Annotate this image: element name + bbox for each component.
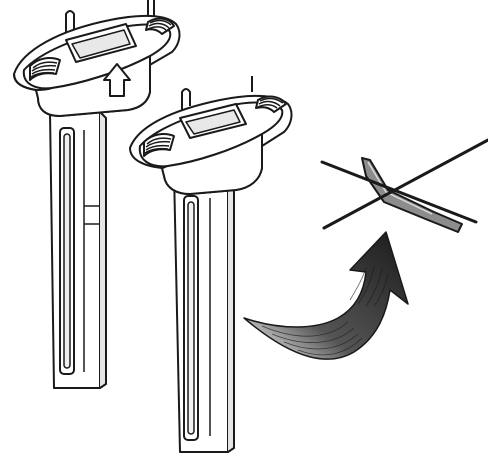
tool-1-left-grip: [29, 57, 61, 81]
tool-2-right-grip: [255, 95, 287, 113]
tool-1-pins: [65, 0, 155, 34]
crossed-strip-piece: [320, 138, 488, 233]
tool-2-head: [129, 94, 293, 195]
strip-piece: [361, 157, 463, 233]
cross-line-1: [320, 160, 478, 224]
tool-1-shaft: [49, 111, 107, 389]
up-arrow-icon: [103, 63, 131, 97]
tool-2-shaft: [173, 171, 235, 453]
tool-2-left-grip: [143, 133, 175, 157]
tool-with-arrow: [13, 0, 181, 389]
tool-without-arrow: [129, 76, 293, 453]
curved-arrow-icon: [243, 231, 409, 360]
tool-2-pins: [181, 76, 253, 110]
tool-1-head: [13, 14, 181, 117]
tool-1-right-grip: [145, 17, 175, 35]
cross-line-2: [322, 138, 488, 230]
